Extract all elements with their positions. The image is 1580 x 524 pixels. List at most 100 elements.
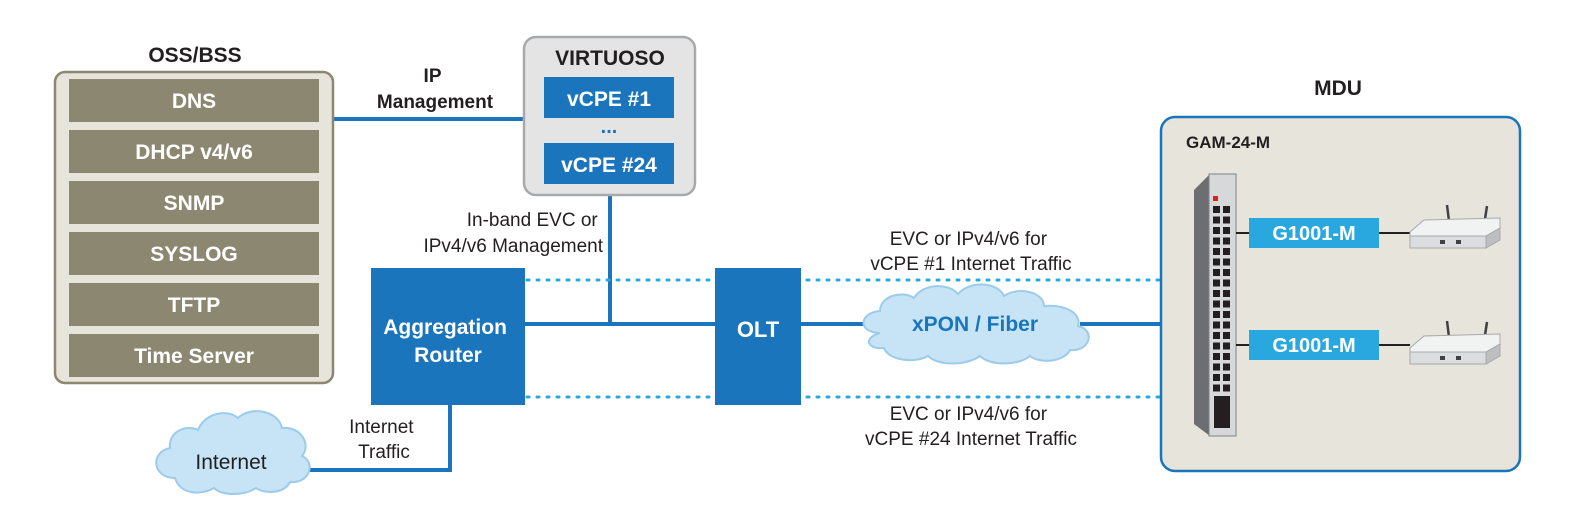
modem-top-antenna-right: [1483, 205, 1489, 220]
evc-vcpe24-label: EVC or IPv4/v6 for vCPE #24 Internet Tra…: [865, 404, 1077, 450]
gam-port: [1213, 384, 1220, 392]
aggregation-router-box: [371, 268, 525, 405]
oss-service-box: [69, 79, 319, 122]
gam-port: [1223, 279, 1230, 287]
modem-device-top: [1409, 204, 1501, 249]
connection-lines: [300, 117, 1198, 472]
gam-port: [1213, 227, 1220, 234]
gam-port: [1223, 363, 1230, 371]
modem-top-port-a: [1440, 240, 1445, 244]
g1001-unit-bottom: G1001-M: [1236, 330, 1410, 360]
internet-cloud-shape: [155, 410, 311, 495]
gam-port: [1223, 290, 1230, 297]
gam-port: [1213, 279, 1220, 287]
gam-port: [1213, 258, 1220, 266]
gam-port: [1213, 374, 1220, 381]
aggregation-router: Aggregation Router: [371, 268, 525, 405]
gam-port: [1223, 353, 1230, 360]
gam-port: [1213, 300, 1220, 308]
inband-management-label: In-band EVC or IPv4/v6 Management: [423, 210, 603, 257]
router-to-internet-line: [300, 404, 452, 472]
gam-port: [1213, 311, 1220, 318]
gam-status-led: [1213, 196, 1218, 201]
virtuoso-group: VIRTUOSO vCPE #1 ... vCPE #24: [522, 35, 697, 197]
modem-bottom-antenna-left: [1445, 320, 1451, 338]
oss-service-box: [69, 232, 319, 275]
olt-label: OLT: [737, 317, 780, 342]
gam-port: [1223, 248, 1230, 255]
virtuoso-title: VIRTUOSO: [555, 47, 665, 70]
gam-port: [1213, 248, 1220, 255]
modem-bottom-body-side: [1485, 343, 1501, 365]
gam-port: [1213, 332, 1220, 339]
g1001-top-label: G1001-M: [1272, 223, 1355, 245]
mdu-panel: [1159, 115, 1522, 473]
gam-port: [1213, 363, 1220, 371]
modem-top-body-front: [1409, 235, 1487, 249]
oss-service-label: Time Server: [134, 345, 254, 368]
oss-service-label: DHCP v4/v6: [135, 141, 253, 164]
oss-service-label: SNMP: [164, 192, 225, 215]
modem-bottom-body-front: [1409, 351, 1487, 365]
gam-port: [1213, 321, 1220, 329]
gam-port: [1213, 216, 1220, 224]
modem-top-port-b: [1456, 240, 1461, 244]
oss-service-label: SYSLOG: [150, 243, 238, 266]
oss-service-label: TFTP: [168, 294, 221, 317]
vcpe-first-label: vCPE #1: [567, 88, 651, 111]
vcpe-last-label: vCPE #24: [561, 154, 657, 177]
gam-power-module: [1214, 396, 1230, 428]
gam-port: [1223, 384, 1230, 392]
gam-port: [1223, 321, 1230, 329]
gam-port: [1223, 216, 1230, 224]
gam-port-grid: [1213, 206, 1230, 392]
g1001-bottom-box: [1249, 330, 1379, 360]
link-labels: IP Management In-band EVC or IPv4/v6 Man…: [349, 66, 1077, 463]
g1001-bottom-label: G1001-M: [1272, 335, 1355, 357]
g1001-top-box: [1249, 218, 1379, 248]
gam-port: [1223, 311, 1230, 318]
gam-port: [1223, 342, 1230, 350]
oss-bss-title: OSS/BSS: [148, 44, 241, 67]
xpon-label: xPON / Fiber: [912, 313, 1038, 336]
evc-vcpe1-label: EVC or IPv4/v6 for vCPE #1 Internet Traf…: [870, 229, 1071, 275]
modem-top-body-side: [1485, 227, 1501, 249]
vcpe-last-box: [544, 143, 674, 184]
gam-port: [1213, 290, 1220, 297]
xpon-fiber-cloud: xPON / Fiber: [862, 283, 1090, 365]
oss-service-box: [69, 181, 319, 224]
gam-port: [1223, 300, 1230, 308]
dotted-traffic-paths: [525, 248, 1474, 399]
oss-service-label: DNS: [172, 90, 216, 113]
modem-bottom-body-top: [1409, 333, 1501, 353]
oss-service-box: [69, 283, 319, 326]
olt: OLT: [715, 268, 801, 405]
gam-port: [1223, 237, 1230, 245]
gam-24-m-chassis: [1194, 173, 1237, 437]
vcpe-first-box: [544, 77, 674, 118]
gam-port: [1213, 237, 1220, 245]
internet-traffic-label: Internet Traffic: [349, 417, 419, 463]
oss-service-box: [69, 334, 319, 377]
gam-port: [1213, 206, 1220, 213]
gam-port: [1223, 374, 1230, 381]
xpon-cloud-shape: [862, 283, 1090, 365]
modem-bottom-antenna-right: [1483, 321, 1489, 336]
gam-port: [1223, 269, 1230, 276]
gam-port: [1223, 258, 1230, 266]
gam-device-title: GAM-24-M: [1186, 133, 1270, 152]
internet-cloud: Internet: [155, 410, 311, 495]
mdu-group: MDU GAM-24-M G1001-M G1001-M: [1159, 77, 1522, 473]
modem-bottom-port-b: [1456, 356, 1461, 360]
oss-service-box: [69, 130, 319, 173]
vcpe-ellipsis: ...: [601, 116, 618, 138]
ip-management-label: IP Management: [377, 66, 494, 113]
gam-port: [1213, 342, 1220, 350]
olt-box: [715, 268, 801, 405]
modem-bottom-port-a: [1440, 356, 1445, 360]
mdu-title: MDU: [1314, 77, 1362, 100]
internet-label: Internet: [195, 451, 266, 474]
modem-top-body-top: [1409, 217, 1501, 237]
